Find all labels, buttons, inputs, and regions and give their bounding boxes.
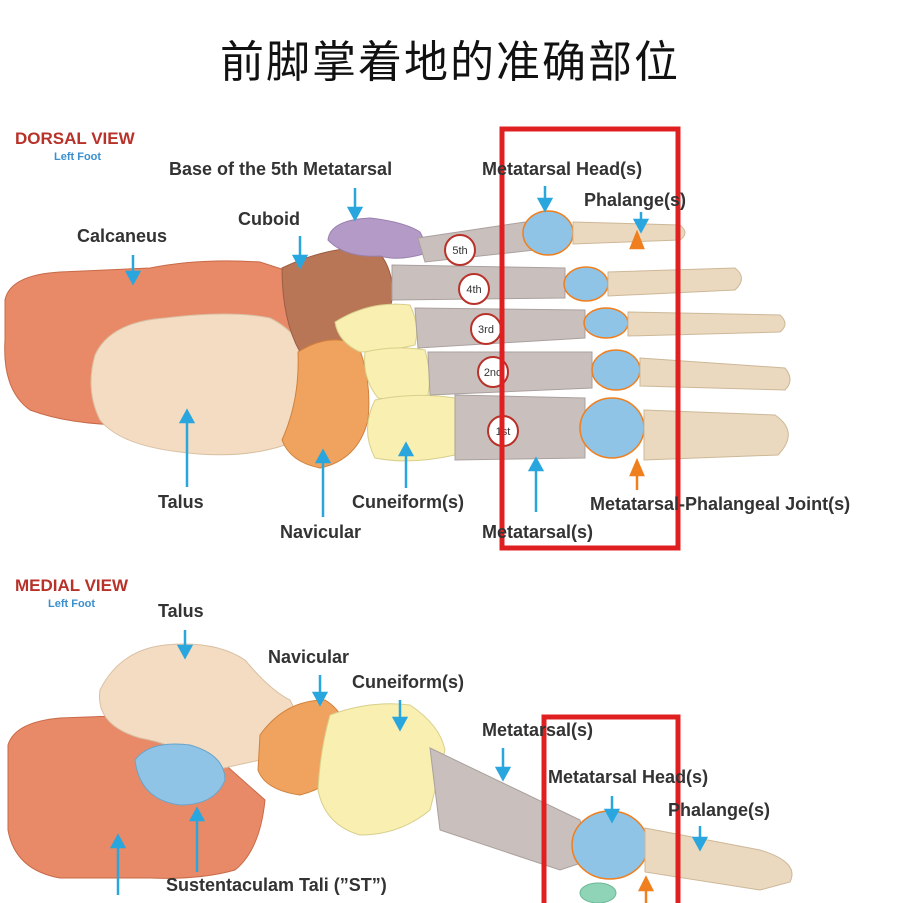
medial-label-metatarsal-head: Metatarsal Head(s) bbox=[548, 767, 708, 788]
medial-cuneiform-bone bbox=[318, 704, 445, 835]
medial-label-metatarsal: Metatarsal(s) bbox=[482, 720, 593, 741]
medial-metatarsal-head bbox=[572, 811, 648, 879]
medial-phalanges-bone bbox=[645, 828, 792, 890]
medial-label-cuneiform: Cuneiform(s) bbox=[352, 672, 464, 693]
medial-label-talus: Talus bbox=[158, 601, 204, 622]
medial-label-phalange: Phalange(s) bbox=[668, 800, 770, 821]
medial-label-navicular: Navicular bbox=[268, 647, 349, 668]
medial-sesamoid bbox=[580, 883, 616, 903]
medial-label-st: Sustentaculam Tali (”ST”) bbox=[166, 875, 387, 896]
